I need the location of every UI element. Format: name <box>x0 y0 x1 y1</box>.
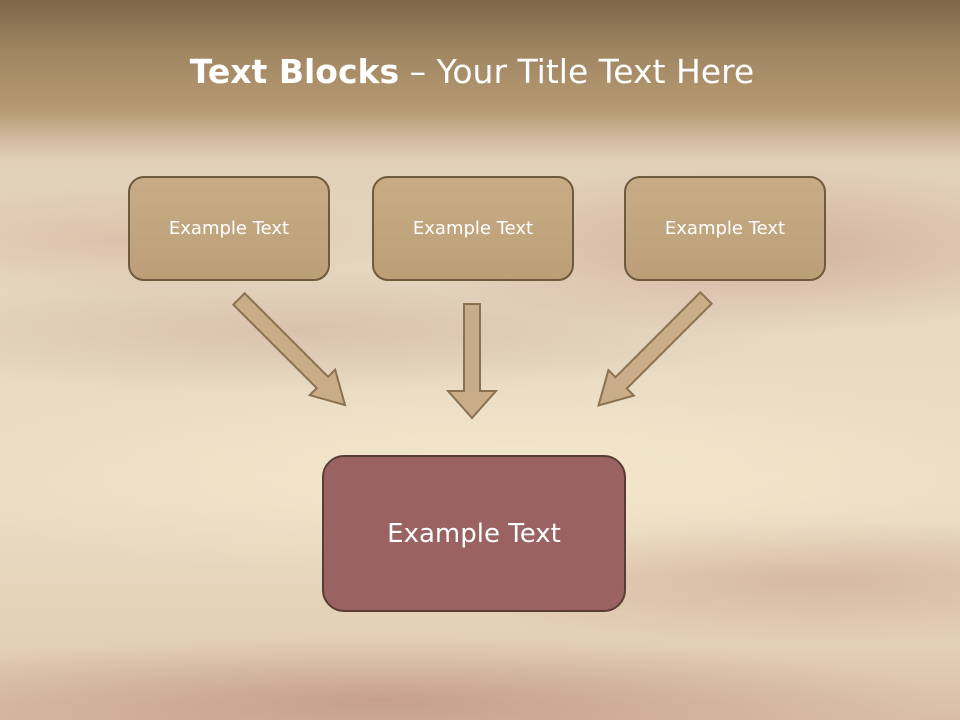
text-block-2-label: Example Text <box>412 218 534 239</box>
text-block-2[interactable]: Example Text <box>372 176 574 281</box>
text-block-1[interactable]: Example Text <box>128 176 330 281</box>
arrow-down-icon <box>445 303 499 420</box>
text-block-3[interactable]: Example Text <box>624 176 826 281</box>
text-block-result[interactable]: Example Text <box>322 455 626 612</box>
slide-title: Text Blocks – Your Title Text Here <box>0 52 944 91</box>
arrow-down-left-icon <box>597 290 714 407</box>
text-block-1-label: Example Text <box>168 218 290 239</box>
text-block-3-label: Example Text <box>664 218 786 239</box>
arrow-down-right-icon <box>231 291 347 407</box>
text-block-result-label: Example Text <box>387 518 561 549</box>
title-bold: Text Blocks <box>189 52 400 91</box>
title-rest: – Your Title Text Here <box>399 52 755 91</box>
